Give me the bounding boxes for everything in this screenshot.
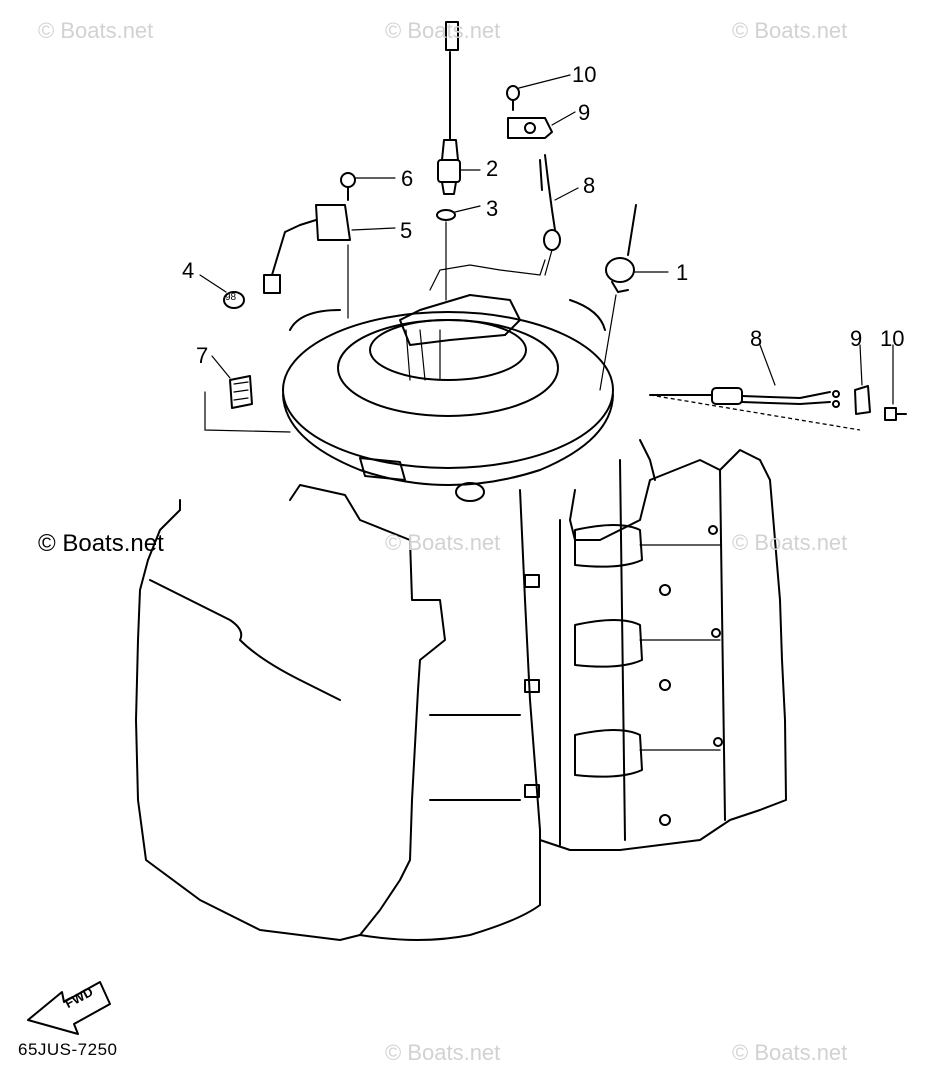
part-8-9-10-right <box>649 344 907 431</box>
callout-7: 7 <box>196 343 209 368</box>
part-1-sensor <box>599 204 669 391</box>
callout-5: 5 <box>400 218 413 243</box>
callout-4: 4 <box>182 258 195 283</box>
cover-internal-wiring <box>399 259 546 381</box>
part-4-marking: 98 <box>225 292 237 303</box>
callout-9-right: 9 <box>850 326 863 351</box>
callout-8-right: 8 <box>750 326 763 351</box>
callout-2: 2 <box>486 156 499 181</box>
callout-10-right: 10 <box>880 326 905 351</box>
callout-9-top: 9 <box>578 100 591 125</box>
part-5-6-bracket <box>263 172 396 319</box>
part-4-plate <box>199 274 245 309</box>
watermark-bottom-center: © Boats.net <box>385 1040 501 1065</box>
part-8-9-10-top <box>506 74 579 276</box>
callout-8-top: 8 <box>583 173 596 198</box>
engine-block <box>135 439 787 941</box>
watermark-top-right: © Boats.net <box>732 18 848 43</box>
diagram-code: 65JUS-7250 <box>18 1040 118 1059</box>
watermark-middle-right: © Boats.net <box>732 530 848 555</box>
watermark-middle-left: © Boats.net <box>38 530 164 557</box>
flywheel-cover <box>282 299 614 502</box>
fwd-direction-arrow <box>27 981 111 1035</box>
callout-10-top: 10 <box>572 62 597 87</box>
watermark-top-center: © Boats.net <box>385 18 501 43</box>
watermark-top-left: © Boats.net <box>38 18 154 43</box>
part-2-switch <box>436 21 481 301</box>
watermark-bottom-right: © Boats.net <box>732 1040 848 1065</box>
callout-3: 3 <box>486 196 499 221</box>
part-7-clamp <box>204 355 291 433</box>
callout-6: 6 <box>401 166 414 191</box>
callout-1: 1 <box>676 260 689 285</box>
watermark-middle-center: © Boats.net <box>385 530 501 555</box>
